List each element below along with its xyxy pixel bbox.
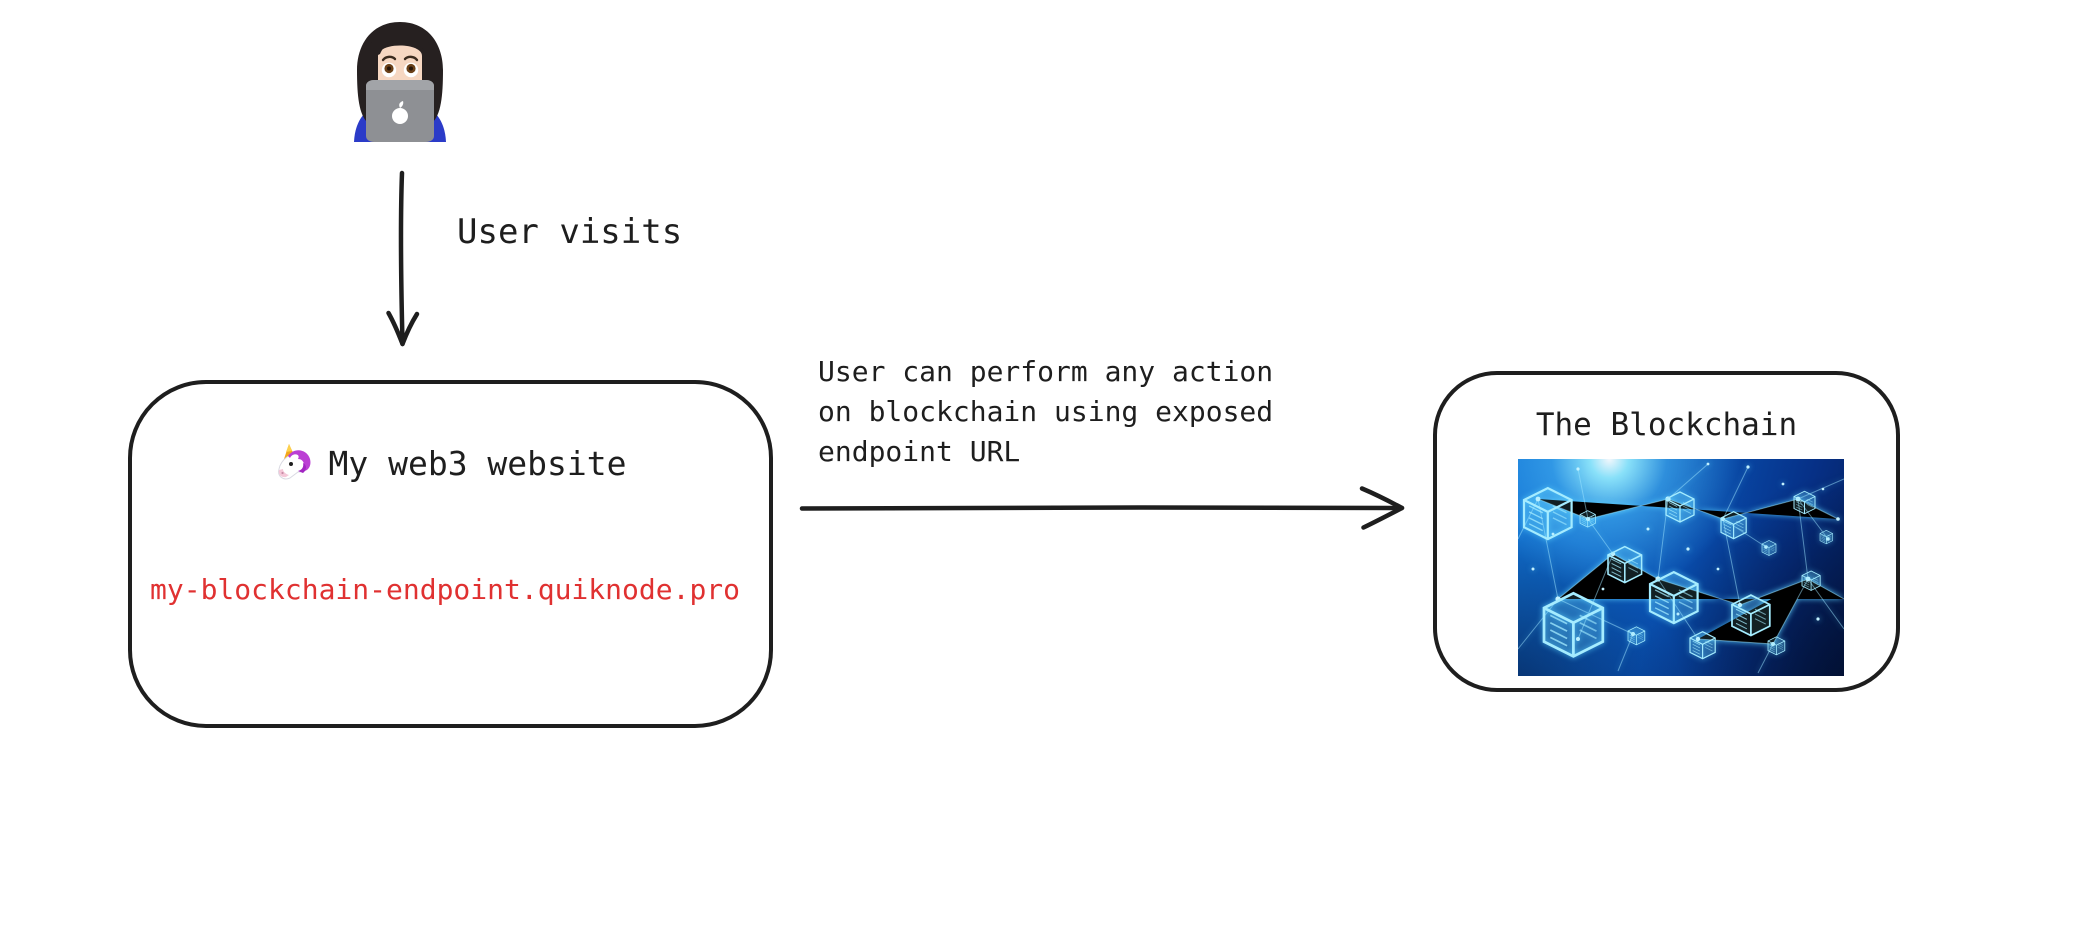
unicorn-icon xyxy=(274,443,314,494)
blockchain-box: The Blockchain xyxy=(1433,371,1900,692)
user-visits-arrow xyxy=(384,168,424,353)
action-description-line: endpoint URL xyxy=(818,435,1021,468)
web3-website-box: My web3 website my-blockchain-endpoint.q… xyxy=(128,380,773,728)
web3-website-title: My web3 website xyxy=(132,442,769,494)
action-description-line: User can perform any action xyxy=(818,355,1274,388)
endpoint-url-text: my-blockchain-endpoint.quiknode.pro xyxy=(150,573,741,606)
user-visits-label: User visits xyxy=(457,212,683,252)
blockchain-box-title: The Blockchain xyxy=(1535,407,1798,443)
action-arrow xyxy=(795,484,1415,532)
blockchain-network-image xyxy=(1518,459,1844,676)
web3-website-title-text: My web3 website xyxy=(328,444,627,483)
action-description-line: on blockchain using exposed xyxy=(818,395,1274,428)
action-description: User can perform any action on blockchai… xyxy=(818,352,1318,472)
woman-technologist-icon xyxy=(342,20,458,144)
